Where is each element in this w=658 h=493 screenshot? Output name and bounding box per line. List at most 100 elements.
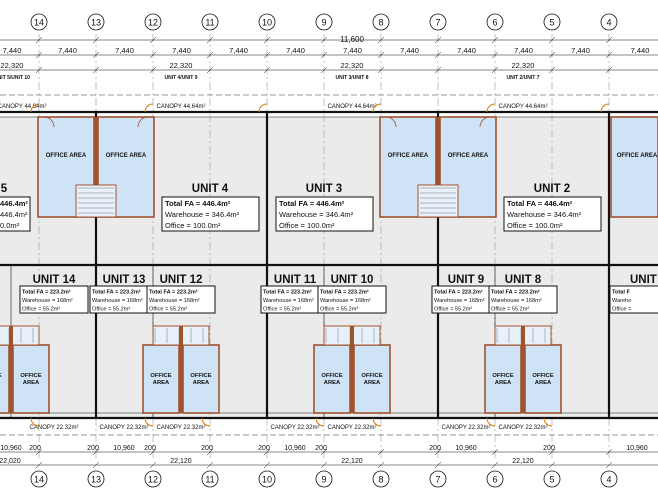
grid-label-top: 5	[549, 18, 554, 28]
dimension-tick	[35, 461, 43, 469]
dimension-tick	[320, 36, 328, 44]
office-area	[484, 344, 522, 414]
roller-door-marker	[486, 417, 496, 427]
bottom-dimension-text: 10,960	[455, 445, 477, 452]
dimension-tick	[377, 461, 385, 469]
grid-bubble-bottom	[87, 470, 105, 488]
roller-door-marker	[201, 417, 211, 427]
unit-info-box	[609, 285, 658, 314]
canopy-label-bottom: CANOPY 22.32m²	[100, 425, 149, 431]
grid-label-bottom: 4	[606, 475, 611, 485]
office-area-label: AREA	[364, 380, 381, 386]
unit-warehouse-area: Warehouse = 168m²	[92, 298, 143, 304]
unit-info-box	[275, 196, 374, 232]
dimension-tick	[605, 461, 613, 469]
office-area	[313, 344, 351, 414]
bay-dimension-text: 7,440	[58, 46, 77, 55]
unit-total-area: Total FA = 223.2m²	[320, 289, 369, 296]
bay-dimension-text: 7,440	[457, 46, 476, 55]
dimension-tick	[548, 461, 556, 469]
roller-door-marker	[600, 103, 610, 113]
bottom-dimension-text: 200	[543, 445, 555, 452]
unit-name: UNIT 8	[505, 274, 542, 286]
office-area-label: OFFICE	[492, 373, 513, 379]
grid-label-top: 13	[91, 18, 101, 28]
dimension-tick	[320, 51, 328, 59]
bay-dimension-text: 7,440	[229, 46, 248, 55]
bottom-dimension-text: 200	[429, 445, 441, 452]
office-area	[0, 344, 10, 414]
grid-bubble-top	[87, 13, 105, 31]
dimension-tick	[491, 66, 499, 74]
office-area-label: AREA	[535, 380, 552, 386]
unit-info-box	[0, 196, 31, 232]
unit-total-area: Total FA = 446.4m²	[279, 199, 345, 208]
bottom-dimension-text: 22,120	[512, 458, 534, 465]
office-area-label: OFFICE	[532, 373, 553, 379]
unit-office-area: Office = 55.2m²	[92, 307, 130, 313]
unit-total-area: Total FA = 223.2m²	[491, 289, 540, 296]
bay-dimension-text: 7,440	[343, 46, 362, 55]
office-area	[182, 344, 220, 414]
office-area-label: OFFICE	[0, 373, 2, 379]
dimension-tick	[35, 51, 43, 59]
bay-dimension-text: 7,440	[3, 46, 22, 55]
unit-name: UNIT 10	[331, 274, 374, 286]
bottom-dimension-text: 200	[87, 445, 99, 452]
grid-label-top: 8	[378, 18, 383, 28]
bottom-dimension-text: 200	[315, 445, 327, 452]
dimension-tick	[149, 461, 157, 469]
office-area-label: OFFICE	[361, 373, 382, 379]
unit-office-area: Office = 55.2m²	[434, 307, 472, 313]
unit-office-area: Office = 100.0m²	[165, 221, 221, 230]
unit-info-box	[146, 285, 216, 314]
unit-info-box	[19, 285, 89, 314]
grid-bubble-top	[315, 13, 333, 31]
bottom-dimension-text: 10,960	[284, 445, 306, 452]
unit-total-area: Total FA = 223.2m²	[22, 289, 71, 296]
dimension-tick	[263, 66, 271, 74]
unit-info-box	[317, 285, 387, 314]
grid-label-top: 7	[435, 18, 440, 28]
grid-label-bottom: 6	[492, 475, 497, 485]
office-area-label: OFFICE	[321, 373, 342, 379]
unit-warehouse-area: Warehouse = 168m²	[434, 298, 485, 304]
dimension-tick	[263, 36, 271, 44]
dimension-tick	[206, 66, 214, 74]
grid-bubble-top	[429, 13, 447, 31]
bottom-dimension-text: 200	[258, 445, 270, 452]
group-dimension-text: 22,320	[512, 61, 535, 70]
dimension-tick	[434, 448, 442, 456]
office-area	[353, 344, 391, 414]
office-area-label: AREA	[495, 380, 512, 386]
group-unit-label: UNIT 5/UNIT 10	[0, 75, 30, 81]
dimension-tick	[206, 36, 214, 44]
roller-door-marker	[144, 103, 154, 113]
unit-office-area: Office = 100.0m²	[507, 221, 563, 230]
dimension-tick	[92, 66, 100, 74]
grid-label-bottom: 11	[205, 475, 214, 485]
unit-office-area: Office = 55.2m²	[320, 307, 358, 313]
grid-label-bottom: 9	[321, 475, 326, 485]
dimension-tick	[491, 51, 499, 59]
office-area-label: OFFICE	[20, 373, 41, 379]
roller-door-marker	[543, 417, 553, 427]
unit-office-area: Office = 55.2m²	[149, 307, 187, 313]
canopy-label-top: CANOPY 44.64m²	[328, 104, 377, 110]
unit-name: UNIT 13	[103, 274, 146, 286]
grid-label-bottom: 8	[378, 475, 383, 485]
dimension-tick	[149, 36, 157, 44]
canopy-label-bottom: CANOPY 22.32m²	[499, 425, 548, 431]
grid-bubble-bottom	[543, 470, 561, 488]
office-area-label: OFFICE	[190, 373, 211, 379]
unit-name: UNIT 3	[306, 183, 342, 195]
dimension-tick	[320, 66, 328, 74]
dimension-tick	[263, 461, 271, 469]
shared-wall	[94, 117, 98, 185]
grid-bubble-bottom	[258, 470, 276, 488]
dimension-tick	[491, 448, 499, 456]
dimension-tick	[263, 51, 271, 59]
